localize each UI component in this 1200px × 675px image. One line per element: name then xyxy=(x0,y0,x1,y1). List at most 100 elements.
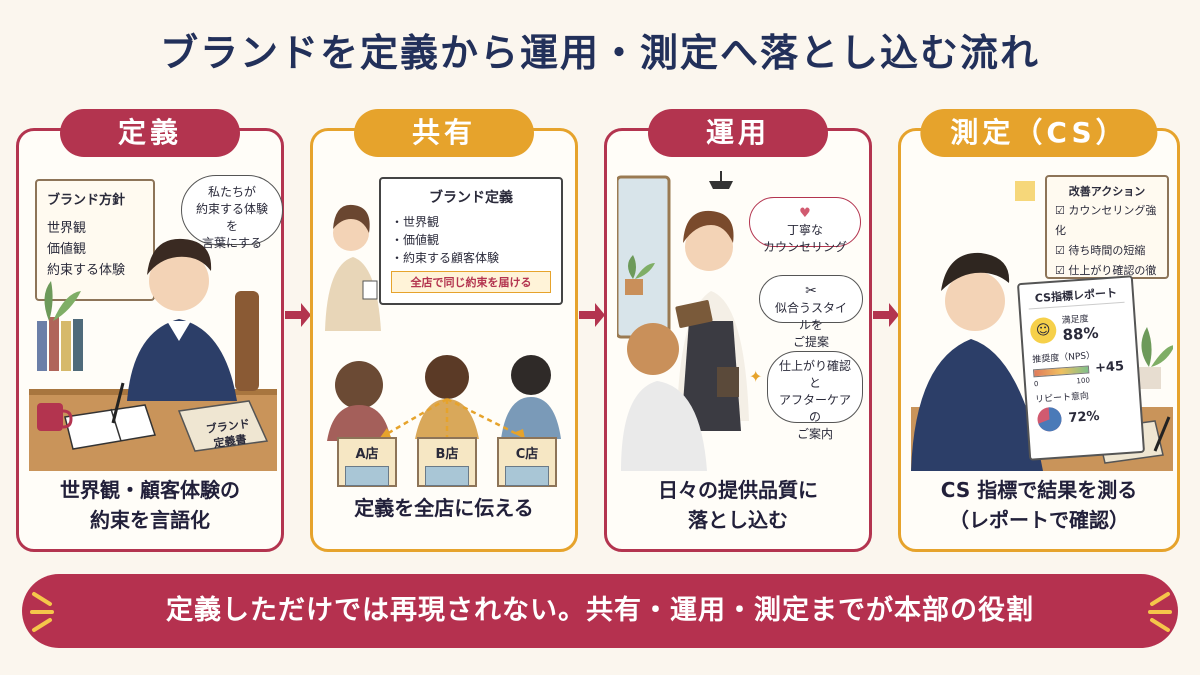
counseling-bubble: ♥ 丁寧な カウンセリング xyxy=(749,197,861,254)
store-window xyxy=(425,466,469,486)
plant-icon xyxy=(625,255,655,295)
action-label: カウンセリング強化 xyxy=(1055,204,1157,237)
satisfaction-value: 88% xyxy=(1062,323,1100,345)
nps-value: +45 xyxy=(1094,359,1125,377)
satisfaction-values: 満足度 88% xyxy=(1061,311,1099,344)
panel-sharing-caption: 定義を全店に伝える xyxy=(313,493,575,523)
report-title: CS指標レポート xyxy=(1027,283,1125,310)
brand-policy-board: ブランド方針 世界観 価値観 約束する体験 xyxy=(35,179,155,301)
store-window xyxy=(505,466,549,486)
panel-definition: 定義 ブランド方針 世界観 価値観 約束する体験 私たちが 約束する体験を 言葉… xyxy=(16,109,284,552)
bubble-line: ご案内 xyxy=(796,427,833,441)
checkbox-icon: ☑ xyxy=(1055,204,1065,217)
panel-measurement-caption: CS 指標で結果を測る （レポートで確認） xyxy=(901,475,1177,535)
arrow-right-icon xyxy=(873,303,899,327)
team-meeting-illustration xyxy=(325,204,561,445)
store-label: A店 xyxy=(355,447,379,462)
bubble-line: アフターケアの xyxy=(778,393,851,424)
caption-line: CS 指標で結果を測る xyxy=(940,478,1138,502)
satisfaction-row: ☺ 満足度 88% xyxy=(1029,309,1127,347)
caption-line: 定義を全店に伝える xyxy=(354,496,534,520)
arrow-right-icon xyxy=(579,303,605,327)
action-label: 待ち時間の短縮 xyxy=(1068,244,1146,257)
board-item: 価値観 xyxy=(47,242,87,257)
sticky-note-icon xyxy=(1015,181,1035,201)
checkbox-icon: ☑ xyxy=(1055,244,1065,257)
brand-definition-board: ブランド定義 ・世界観 ・価値観 ・約束する顧客体験 全店で同じ約束を届ける xyxy=(379,177,563,305)
caption-line: 日々の提供品質に xyxy=(658,478,818,502)
banner: 全店で同じ約束を届ける xyxy=(391,271,551,293)
smiley-icon: ☺ xyxy=(1029,316,1058,344)
person-writing-illustration xyxy=(29,238,277,471)
caption-line: 落とし込む xyxy=(688,508,788,532)
panel-sharing: 共有 ブランド定義 ・世界観 ・価値観 ・約束する顧客体験 全店で同じ約束を届け… xyxy=(310,109,578,552)
style-proposal-bubble: ✂ 似合うスタイルを ご提案 xyxy=(759,275,863,349)
improvement-actions-board: 改善アクション ☑ カウンセリング強化 ☑ 待ち時間の短縮 ☑ 仕上がり確認の徹… xyxy=(1045,175,1169,297)
bubble-line: 丁寧な xyxy=(786,223,823,237)
action-item: ☑ カウンセリング強化 xyxy=(1055,201,1159,241)
bubble-line: ご提案 xyxy=(792,335,829,349)
lamp-icon xyxy=(709,171,733,189)
salon-stylist-illustration xyxy=(617,171,749,471)
board-title: ブランド定義 xyxy=(429,190,513,206)
nps-min: 0 xyxy=(1033,380,1039,389)
page-title: ブランドを定義から運用・測定へ落とし込む流れ xyxy=(159,31,1040,75)
bubble-line: 言葉にする xyxy=(201,236,263,250)
board-item: ・約束する顧客体験 xyxy=(391,251,500,265)
measurement-scene: 改善アクション ☑ カウンセリング強化 ☑ 待ち時間の短縮 ☑ 仕上がり確認の徹… xyxy=(911,171,1173,471)
aftercare-bubble: 仕上がり確認と アフターケアの ご案内 xyxy=(767,351,863,441)
panel-measurement: 測定（CS） 改善アクション ☑ カウンセリング強化 ☑ 待ち時間の短縮 ☑ 仕… xyxy=(898,109,1180,552)
arrow-right-icon xyxy=(285,303,311,327)
bubble-line: 約束する体験を xyxy=(195,202,268,233)
bubble-line: カウンセリング xyxy=(762,240,847,254)
caption-line: 世界観・顧客体験の xyxy=(60,478,240,502)
board-title: 改善アクション xyxy=(1068,185,1146,198)
panel-operation: 運用 xyxy=(604,109,872,552)
sparkle-icon: ✦ xyxy=(749,367,763,386)
thought-bubble: 私たちが 約束する体験を 言葉にする xyxy=(181,175,283,250)
repeat-value: 72% xyxy=(1067,408,1101,426)
board-title: ブランド方針 xyxy=(47,193,126,208)
board-item: ・世界観 xyxy=(391,215,440,229)
pie-chart-icon xyxy=(1037,407,1062,432)
plant-icon xyxy=(1137,327,1173,389)
footer-banner: 定義しただけでは再現されない。共有・運用・測定までが本部の役割 xyxy=(22,574,1178,648)
sharing-scene: ブランド定義 ・世界観 ・価値観 ・約束する顧客体験 全店で同じ約束を届ける xyxy=(323,171,565,487)
checkbox-icon: ☑ xyxy=(1055,264,1065,277)
bubble-line: 似合うスタイルを xyxy=(774,301,847,332)
store-window xyxy=(345,466,389,486)
distribution-arrows xyxy=(384,397,520,437)
panel-definition-caption: 世界観・顧客体験の 約束を言語化 xyxy=(19,475,281,535)
bubble-line: 私たちが xyxy=(207,185,256,199)
heart-icon: ♥ xyxy=(799,206,811,221)
caption-line: 約束を言語化 xyxy=(90,508,210,532)
nps-bar xyxy=(1032,364,1090,377)
store-label: B店 xyxy=(435,447,459,462)
operation-scene: ♥ 丁寧な カウンセリング ✂ 似合うスタイルを ご提案 仕上がり確認と アフタ… xyxy=(617,171,863,471)
nps-max: 100 xyxy=(1076,376,1091,386)
store-a: A店 xyxy=(337,437,397,487)
scissors-icon: ✂ xyxy=(805,283,817,299)
store-b: B店 xyxy=(417,437,477,487)
mug-icon xyxy=(37,403,73,431)
board-item: ・価値観 xyxy=(391,233,440,247)
panel-operation-caption: 日々の提供品質に 落とし込む xyxy=(607,475,869,535)
board-item: 世界観 xyxy=(47,221,87,236)
sparkle-left-icon xyxy=(30,592,54,632)
panel-sharing-label: 共有 xyxy=(354,109,534,157)
definition-scene: ブランド方針 世界観 価値観 約束する体験 私たちが 約束する体験を 言葉にする xyxy=(29,171,283,471)
books-icon xyxy=(37,317,83,371)
store-label: C店 xyxy=(515,447,539,462)
cs-report-card: CS指標レポート ☺ 満足度 88% 推奨度（NPS） +45 0 100 リピ… xyxy=(1016,275,1146,461)
plant-icon xyxy=(44,281,81,321)
action-item: ☑ 待ち時間の短縮 xyxy=(1055,241,1159,261)
board-item: 約束する体験 xyxy=(47,263,126,278)
sparkle-right-icon xyxy=(1148,592,1172,632)
panel-operation-label: 運用 xyxy=(648,109,828,157)
store-c: C店 xyxy=(497,437,557,487)
panel-definition-label: 定義 xyxy=(60,109,240,157)
caption-line: （レポートで確認） xyxy=(949,508,1129,532)
panel-measurement-label: 測定（CS） xyxy=(920,109,1158,157)
bubble-line: 仕上がり確認と xyxy=(778,359,851,390)
repeat-row: 72% xyxy=(1036,401,1134,434)
